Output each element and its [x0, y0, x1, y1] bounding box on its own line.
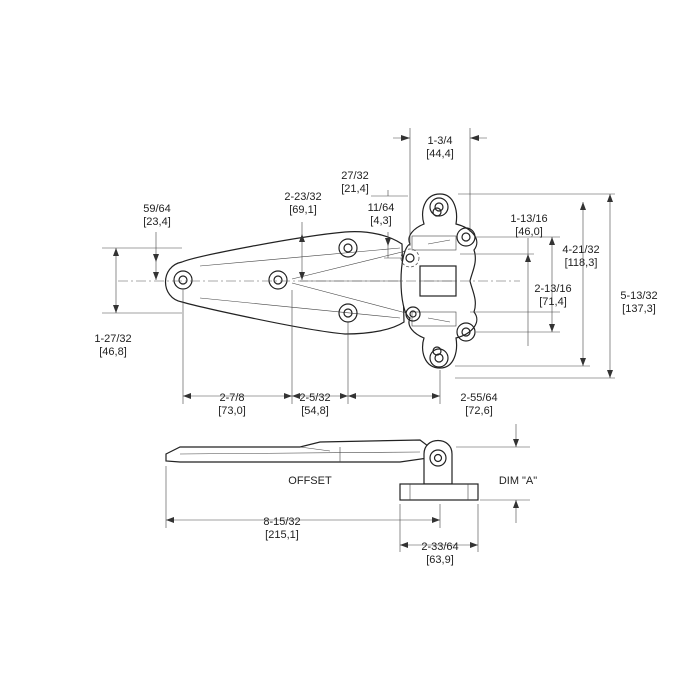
dim-label: 1-27/32: [94, 333, 131, 345]
dim-label: [21,4]: [341, 183, 369, 195]
strap-hole: [268, 270, 288, 290]
strap-hole: [173, 270, 193, 290]
dim-label: 2-5/32: [299, 392, 330, 404]
dimension-labels-top: 1-3/4 [44,4] 27/32 [21,4] 2-23/32 [69,1]…: [94, 135, 657, 417]
dim-label: 8-15/32: [263, 516, 300, 528]
dimension-labels-side: OFFSET DIM "A" 8-15/32 [215,1] 2-33/64 […: [263, 475, 537, 566]
strap-hole: [338, 238, 358, 258]
dim-label: [73,0]: [218, 405, 246, 417]
dim-label: [63,9]: [426, 554, 454, 566]
dim-label: 59/64: [143, 203, 171, 215]
dim-label: 4-21/32: [562, 244, 599, 256]
hinge-top-view: [165, 193, 478, 369]
dim-label: [46,0]: [515, 226, 543, 238]
dim-label: [71,4]: [539, 296, 567, 308]
dim-a-label: DIM "A": [499, 475, 537, 487]
dim-label: [23,4]: [143, 216, 171, 228]
hinge-side-view: [165, 439, 479, 501]
pivot-pin: [400, 248, 420, 268]
dimension-lines-side: [165, 424, 530, 552]
dimension-lines-top: [102, 128, 615, 404]
dim-label: [118,3]: [565, 257, 598, 269]
dim-label: 11/64: [368, 202, 395, 214]
dim-label: [215,1]: [265, 529, 299, 541]
dim-label: 2-23/32: [284, 191, 321, 203]
flange-hole: [456, 322, 476, 342]
dim-label: 27/32: [341, 170, 369, 182]
dim-label: [54,8]: [301, 405, 329, 417]
dim-label: [44,4]: [426, 148, 454, 160]
dim-label: 1-13/16: [510, 213, 547, 225]
offset-label: OFFSET: [288, 475, 332, 487]
flange-hole: [456, 227, 476, 247]
dim-label: [4,3]: [370, 215, 391, 227]
dim-label: 2-55/64: [460, 392, 497, 404]
dim-label: 1-3/4: [427, 135, 452, 147]
dim-label: 2-13/16: [534, 283, 571, 295]
dim-label: [46,8]: [99, 346, 127, 358]
dim-label: 5-13/32: [620, 290, 657, 302]
dim-label: [69,1]: [289, 204, 317, 216]
side-base-plate: [399, 483, 479, 501]
dim-label: [72,6]: [465, 405, 493, 417]
side-knuckle: [423, 439, 453, 485]
hinge-strap: [165, 231, 405, 335]
dim-label: 2-33/64: [421, 541, 458, 553]
dim-label: [137,3]: [622, 303, 656, 315]
side-strap: [165, 439, 429, 463]
dim-label: 2-7/8: [219, 392, 244, 404]
